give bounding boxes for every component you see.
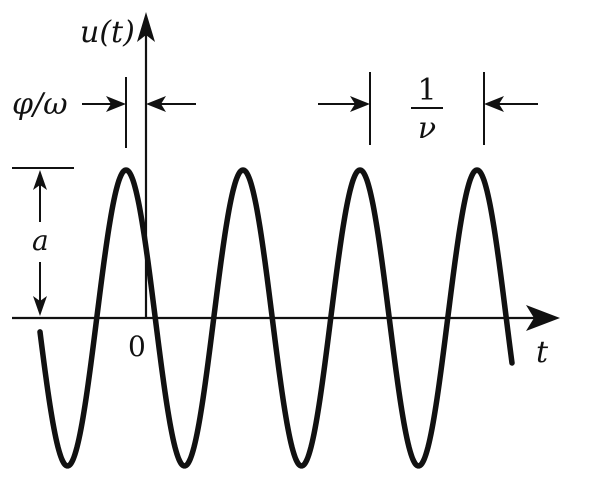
phase-arrow-left: [146, 96, 166, 112]
horizontal-axis: [12, 305, 560, 331]
period-marker: [318, 72, 538, 145]
period-numerator: 1: [417, 73, 436, 108]
y-axis-arrowhead: [137, 12, 155, 42]
phase-arrow-right: [106, 96, 126, 112]
period-denominator: ν: [418, 111, 436, 146]
origin-label: 0: [128, 330, 146, 363]
period-arrow-left: [484, 96, 504, 112]
amplitude-arrow-down: [33, 296, 47, 316]
vertical-axis: [137, 12, 155, 318]
amplitude-arrow-up: [33, 170, 47, 190]
period-arrow-right: [350, 96, 370, 112]
phase-shift-marker: [82, 77, 196, 148]
y-axis-label: u(t): [80, 15, 135, 50]
x-axis-label: t: [536, 335, 549, 370]
amplitude-marker: [12, 167, 74, 316]
period-label: 1 ν: [411, 73, 443, 146]
amplitude-label: a: [32, 224, 49, 257]
sine-wave-curve: [37, 167, 515, 469]
phase-label: φ/ω: [12, 87, 68, 122]
x-axis-arrowhead: [526, 305, 560, 331]
